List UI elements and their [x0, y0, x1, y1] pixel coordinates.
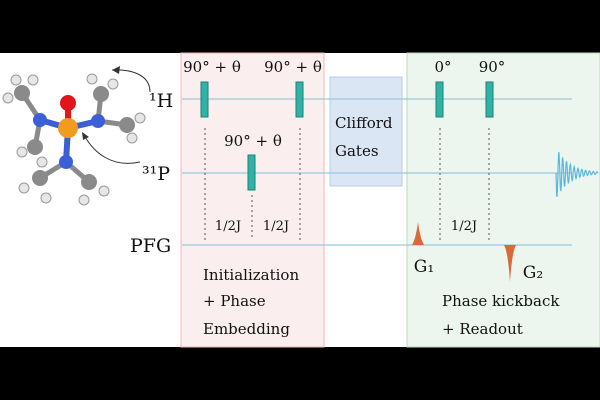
h-pulse-2: [295, 81, 304, 118]
p-channel-label: ³¹P: [142, 163, 170, 185]
gradient-g1-label: G₁: [414, 257, 434, 277]
arrow-to-phosphorus: [83, 134, 141, 164]
gradient-g2: [504, 245, 516, 282]
readout-text-line2: + Readout: [442, 320, 523, 338]
h-pulse-4: [485, 81, 494, 118]
gradient-g1: [412, 222, 424, 245]
molecule-model: [2, 73, 146, 206]
pulse-2-label: 90° + θ: [264, 58, 322, 76]
clifford-gates-region: [329, 76, 403, 187]
delay-2-label: 1/2J: [263, 219, 289, 234]
arrow-head-phosphorus: [82, 132, 89, 140]
h-pulse-3: [435, 81, 444, 118]
h-pulse-1: [200, 81, 209, 118]
delay-1-label: 1/2J: [215, 219, 241, 234]
clifford-text-line1: Clifford: [335, 114, 393, 132]
arrow-head-hydrogen: [112, 66, 120, 74]
pulse-4-label: 90°: [479, 58, 506, 76]
h-channel-label: ¹H: [149, 90, 173, 112]
p-pulse-label: 90° + θ: [224, 132, 282, 150]
clifford-text-line2: Gates: [335, 142, 379, 160]
pulse-3-label: 0°: [434, 58, 451, 76]
init-text-line3: Embedding: [203, 320, 290, 338]
p-pulse: [247, 154, 256, 191]
init-text-line1: Initialization: [203, 266, 299, 284]
init-text-line2: + Phase: [203, 292, 266, 310]
pulse-1-label: 90° + θ: [183, 58, 241, 76]
readout-text-line1: Phase kickback: [442, 292, 560, 310]
gradient-g2-label: G₂: [523, 263, 543, 283]
fid-signal: [555, 152, 599, 197]
pfg-channel-label: PFG: [130, 235, 171, 257]
delay-3-label: 1/2J: [451, 219, 477, 234]
